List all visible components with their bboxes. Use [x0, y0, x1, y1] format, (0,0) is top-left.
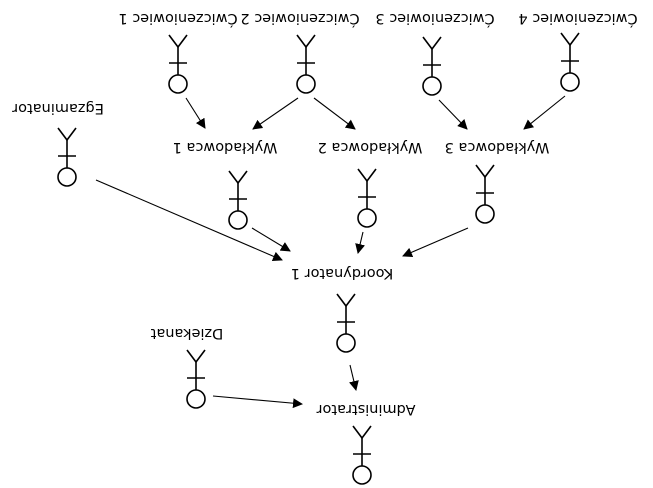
label-cw4: Ćwiczeniowiec 4 — [518, 10, 637, 28]
actor-wyk2 — [357, 168, 377, 228]
actor-cw2 — [296, 34, 316, 94]
label-wyk2: Wykładowca 2 — [318, 139, 423, 155]
arrow-cw4-to-wyk3 — [523, 95, 566, 130]
actor-cw1 — [168, 34, 188, 94]
label-koord: Koordynator 1 — [291, 265, 393, 281]
actor-cw4 — [560, 32, 580, 92]
actor-wyk1 — [228, 170, 248, 230]
arrow-wyk3-to-koord — [402, 227, 469, 258]
arrow-cw2-to-wyk2 — [313, 97, 356, 130]
actor-wyk3 — [475, 164, 495, 224]
label-egz: Egzaminator — [12, 100, 104, 116]
actor-admin — [352, 425, 372, 485]
arrow-cw3-to-wyk3 — [438, 99, 468, 130]
label-cw2: Ćwiczeniowiec 2 — [240, 10, 359, 28]
arrow-cw2-to-wyk1 — [252, 97, 299, 130]
actor-dziek — [186, 349, 206, 409]
arrow-wyk1-to-koord — [251, 227, 291, 252]
label-dziek: Dziekanat — [150, 325, 223, 341]
actor-koord — [336, 293, 356, 353]
actor-egz — [57, 127, 77, 187]
arrow-wyk2-to-koord — [355, 231, 365, 254]
arrow-dziek-to-admin — [212, 395, 303, 409]
arrow-koord-to-admin — [349, 364, 359, 391]
label-wyk3: Wykładowca 3 — [445, 139, 550, 155]
arrow-cw1-to-wyk1 — [185, 97, 206, 129]
label-cw3: Ćwiczeniowiec 3 — [375, 10, 494, 28]
label-wyk1: Wykładowca 1 — [173, 139, 278, 155]
label-admin: Administrator — [317, 401, 416, 417]
label-cw1: Ćwiczeniowiec 1 — [118, 10, 237, 28]
actor-cw3 — [422, 36, 442, 96]
arrow-egz-to-koord — [95, 179, 283, 262]
